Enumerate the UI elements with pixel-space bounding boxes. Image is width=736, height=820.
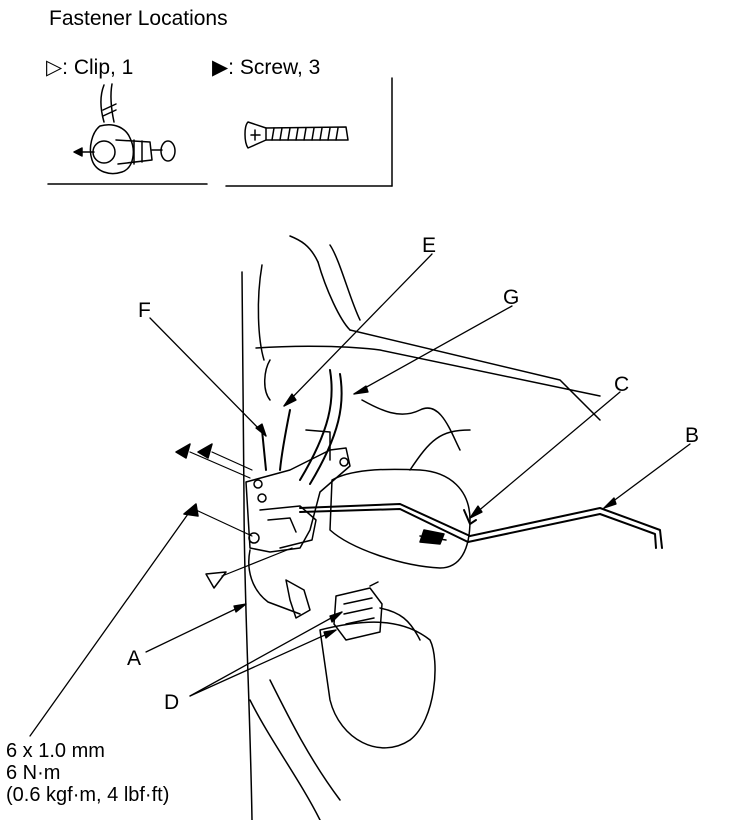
body-panel-outline xyxy=(241,235,601,820)
fastener-markers xyxy=(175,443,293,589)
harness-connector xyxy=(319,581,436,749)
leader-c xyxy=(469,391,621,519)
screw-symbol-icon: ▶ xyxy=(212,56,229,79)
clip-symbol-icon: ▷ xyxy=(46,56,63,79)
callout-e: E xyxy=(422,234,437,257)
screw-legend-label: : Screw, 3 xyxy=(228,56,321,79)
leader-f xyxy=(149,317,267,437)
leader-a xyxy=(145,603,247,653)
page-title: Fastener Locations xyxy=(49,7,228,30)
callout-c: C xyxy=(614,373,630,396)
inner-handle-housing xyxy=(329,468,471,569)
screw-illustration xyxy=(244,121,349,149)
clip-legend: ▷: Clip, 1 xyxy=(46,57,133,78)
leader-d1 xyxy=(189,611,343,697)
clip-legend-label: : Clip, 1 xyxy=(62,56,134,79)
torque-spec-value: 6 N·m xyxy=(6,762,61,784)
callout-g: G xyxy=(503,286,520,309)
callout-f: F xyxy=(138,299,151,322)
leader-lines xyxy=(29,253,691,737)
callout-a: A xyxy=(127,647,142,670)
clip-marker xyxy=(205,571,227,589)
callout-d: D xyxy=(164,691,180,714)
leader-torque xyxy=(29,513,189,737)
leader-b xyxy=(603,443,691,509)
torque-spec: 6 x 1.0 mm 6 N·m (0.6 kgf·m, 4 lbf·ft) xyxy=(6,740,169,806)
leader-e xyxy=(283,253,433,407)
latch-assembly xyxy=(245,429,351,619)
screw-legend: ▶: Screw, 3 xyxy=(212,57,320,78)
lock-rods xyxy=(261,369,663,549)
clip-illustration xyxy=(73,83,176,175)
callout-b: B xyxy=(685,424,700,447)
screw-marker-1 xyxy=(175,443,191,459)
torque-spec-size: 6 x 1.0 mm xyxy=(6,740,105,762)
screw-marker-2 xyxy=(197,443,213,459)
torque-spec-alt-units: (0.6 kgf·m, 4 lbf·ft) xyxy=(6,784,170,806)
leader-g xyxy=(353,305,513,395)
legend-frames xyxy=(47,77,393,187)
leader-d2 xyxy=(189,629,337,697)
